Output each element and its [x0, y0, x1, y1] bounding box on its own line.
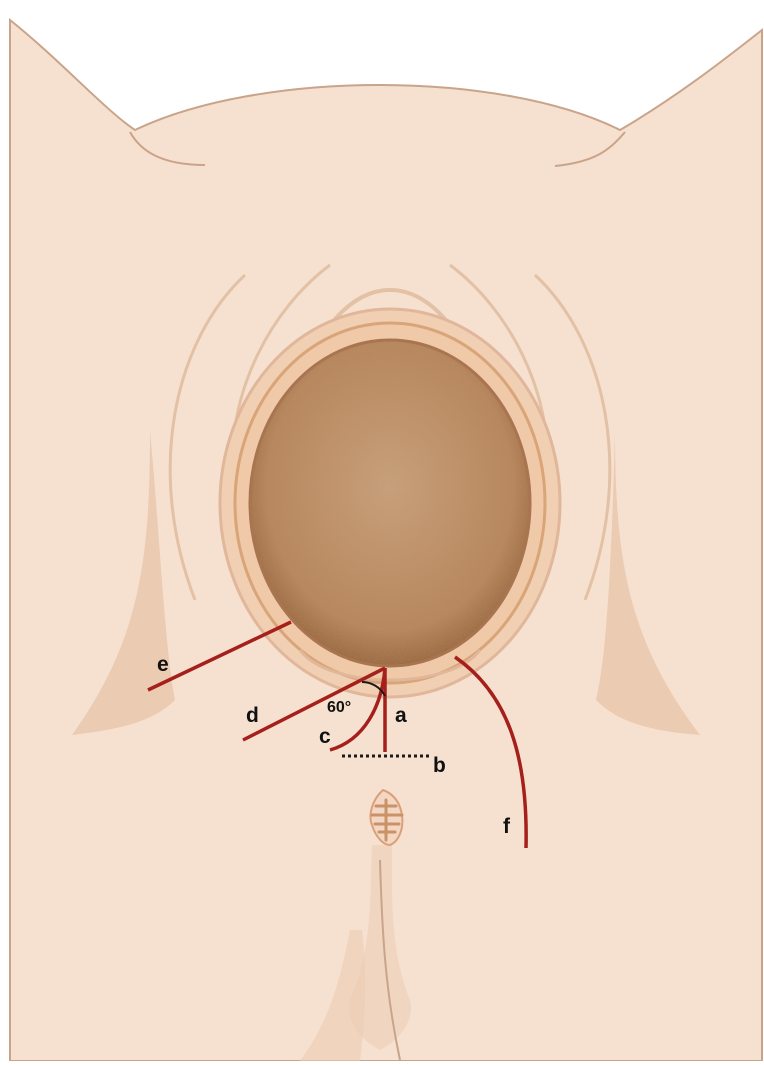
- label-b: b: [433, 754, 446, 777]
- label-f: f: [503, 815, 511, 838]
- fetal-head-texture: [252, 342, 528, 664]
- label-angle: 60°: [327, 699, 351, 716]
- label-e: e: [157, 653, 169, 676]
- label-a: a: [395, 704, 407, 727]
- label-c: c: [319, 725, 331, 748]
- label-d: d: [246, 704, 259, 727]
